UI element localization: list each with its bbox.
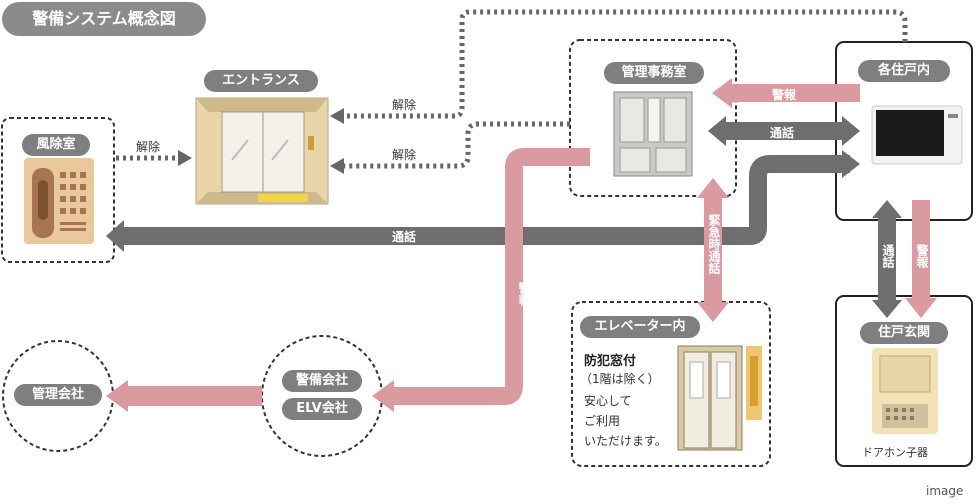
label-kinkyuji-tsuwa: 緊急時通話 — [707, 214, 721, 274]
kaijo-arrowhead-2 — [330, 158, 344, 174]
elevator-note-heading: 防犯窓付 — [584, 354, 637, 369]
intercom-panel-illustration — [24, 158, 94, 244]
node-fuujoshitsu: 風除室 — [22, 134, 90, 156]
keiho-arrowhead-vert — [905, 298, 937, 318]
kinkyuji-arrow-body — [704, 196, 722, 308]
keiho-arrow-vert-body — [912, 200, 930, 300]
kaijo-dotted-top — [340, 9, 908, 119]
fuujoshitsu-box — [1, 117, 115, 263]
keiho-arrow-top-body — [730, 84, 860, 102]
tsuwa-arrow-vert-body — [878, 216, 896, 302]
label-kaijo-2: 解除 — [392, 98, 417, 112]
node-kanri-kaisha: 管理会社 — [14, 384, 102, 406]
monitor-illustration — [871, 105, 963, 165]
kinkyuji-arrowhead-down — [697, 302, 729, 322]
tsuwa-arrowhead-vert-up — [872, 200, 902, 218]
label-keiho-2: 警報 — [915, 244, 929, 268]
tsuwa-arrowhead-vert-down — [872, 300, 902, 318]
elevator-note-line2: ご利用 — [584, 414, 621, 428]
kaijo-arrowhead-3 — [178, 150, 192, 166]
label-keiho-3: 警報 — [517, 282, 531, 306]
kanri-panel-illustration — [613, 91, 693, 177]
keiho-arrowhead-keibi — [372, 380, 394, 412]
node-kaku-juko-nai: 各住戸内 — [858, 60, 950, 82]
elevator-note-sub: （1階は除く） — [580, 372, 660, 386]
elevator-illustration — [677, 345, 762, 451]
keibi-kaisha-circle — [261, 335, 383, 457]
label-tsuwa-2: 通話 — [392, 230, 417, 244]
tsuwa-arrowhead-right-1 — [842, 150, 860, 178]
label-kaijo-1: 解除 — [136, 140, 161, 154]
elevator-box — [571, 301, 771, 467]
tsuwa-arrow-mid-body — [722, 122, 846, 140]
tsuwa-arrow-main — [120, 155, 850, 245]
doorphone-label: ドアホン子器 — [862, 446, 928, 459]
kinkyuji-arrowhead-up — [697, 178, 729, 198]
keiho-arrow-long — [392, 148, 590, 405]
tsuwa-arrowhead-mid-left — [708, 116, 726, 146]
kaijo-dotted-mid — [340, 121, 570, 169]
keiho-arrowhead-kanri — [106, 380, 128, 412]
doorphone-illustration — [872, 348, 938, 434]
label-tsuwa-3: 通話 — [881, 244, 895, 268]
node-elevator-nai: エレベーター内 — [580, 316, 700, 338]
label-tsuwa-1: 通話 — [770, 126, 795, 140]
footer-image-label: image — [926, 484, 964, 498]
label-kaijo-3: 解除 — [392, 148, 417, 162]
node-elv-kaisha: ELV会社 — [282, 398, 362, 420]
entrance-illustration — [195, 97, 329, 205]
diagram-title: 警備システム概念図 — [2, 2, 206, 36]
node-keibi-kaisha: 警備会社 — [282, 370, 362, 392]
kanri-jimushitsu-box — [569, 39, 737, 197]
node-entrance: エントランス — [204, 70, 318, 92]
elevator-note-line1: 安心して — [584, 394, 632, 408]
tsuwa-arrowhead-left — [106, 220, 124, 252]
node-juko-genkan: 住戸玄関 — [860, 322, 948, 344]
keiho-arrowhead-top — [712, 78, 732, 108]
node-kanri-jimushitsu: 管理事務室 — [604, 62, 704, 84]
keiho-arrow-kanri-body — [124, 386, 262, 406]
elevator-note-line3: いただけます。 — [584, 434, 667, 448]
tsuwa-arrowhead-mid-right — [842, 116, 860, 146]
kaijo-arrowhead-1 — [330, 108, 344, 124]
label-keiho-1: 警報 — [772, 88, 797, 102]
